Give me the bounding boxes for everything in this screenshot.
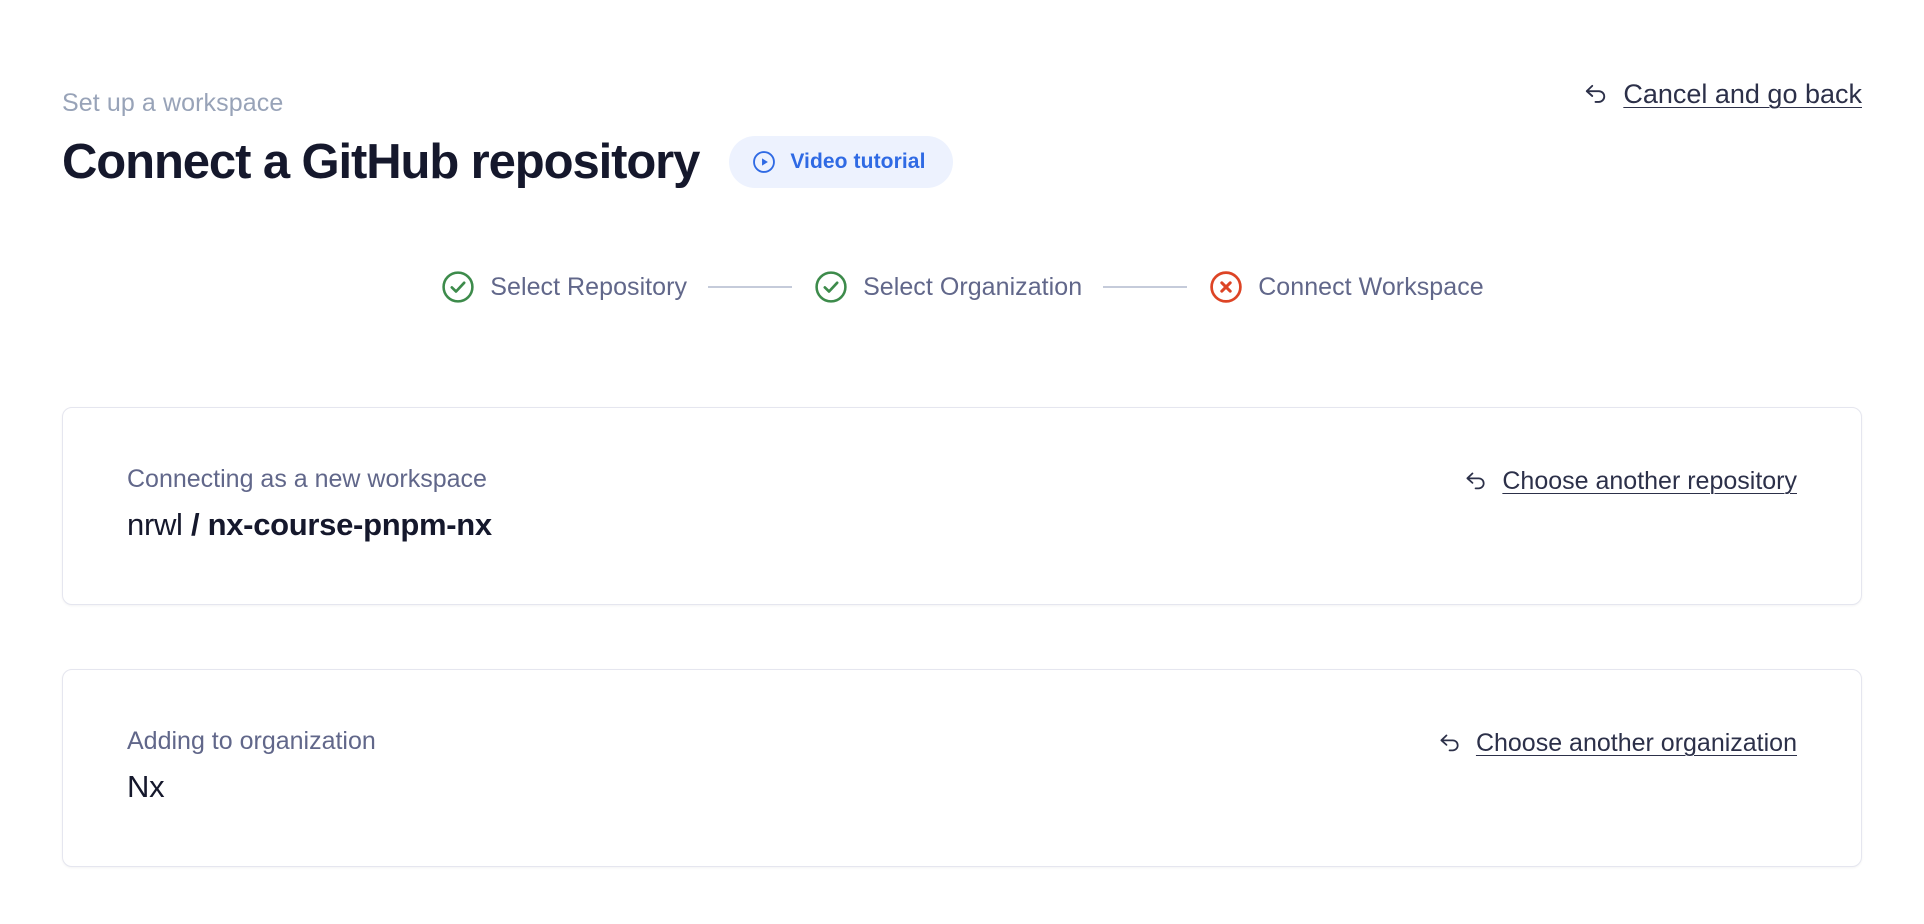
page-title: Connect a GitHub repository: [62, 135, 700, 189]
repository-separator: /: [182, 507, 208, 542]
video-tutorial-label: Video tutorial: [790, 150, 926, 173]
repository-card-value: nrwl / nx-course-pnpm-nx: [127, 506, 492, 544]
x-circle-icon: [1208, 269, 1244, 305]
stepper-step-select-repository[interactable]: Select Repository: [440, 269, 687, 305]
repository-owner: nrwl: [127, 507, 183, 542]
stepper-step-select-organization[interactable]: Select Organization: [813, 269, 1082, 305]
choose-another-organization-label: Choose another organization: [1475, 729, 1797, 757]
check-circle-icon: [813, 269, 849, 305]
page-header: Set up a workspace Connect a GitHub repo…: [62, 0, 1862, 191]
organization-card-text: Adding to organization Nx: [127, 726, 376, 806]
organization-card-caption: Adding to organization: [127, 727, 376, 755]
play-circle-icon: [751, 149, 777, 175]
choose-another-repository-label: Choose another repository: [1502, 467, 1797, 495]
check-circle-icon: [440, 269, 476, 305]
choose-another-organization-link[interactable]: Choose another organization: [1436, 728, 1797, 758]
cancel-and-go-back-label: Cancel and go back: [1623, 79, 1862, 109]
repository-card-inner: Connecting as a new workspace nrwl / nx-…: [127, 464, 1797, 544]
arrow-back-icon: [1462, 467, 1490, 495]
stepper-connector-2: [1103, 286, 1188, 288]
stepper-label-select-repository: Select Repository: [490, 273, 688, 301]
video-tutorial-button[interactable]: Video tutorial: [729, 136, 953, 188]
arrow-back-icon: [1581, 79, 1611, 109]
breadcrumb-eyebrow: Set up a workspace: [62, 89, 284, 117]
stepper-label-select-organization: Select Organization: [863, 273, 1083, 301]
organization-card-value: Nx: [127, 769, 165, 804]
cancel-and-go-back-link[interactable]: Cancel and go back: [1581, 78, 1862, 110]
title-row: Connect a GitHub repository Video tutori…: [62, 133, 1862, 191]
repository-card: Connecting as a new workspace nrwl / nx-…: [62, 407, 1862, 605]
organization-card-inner: Adding to organization Nx Choose another…: [127, 726, 1797, 806]
progress-stepper: Select Repository Select Organization Co…: [62, 269, 1862, 305]
repository-card-caption: Connecting as a new workspace: [127, 465, 487, 493]
organization-card: Adding to organization Nx Choose another…: [62, 669, 1862, 867]
stepper-label-connect-workspace: Connect Workspace: [1258, 273, 1484, 301]
stepper-connector-1: [708, 286, 793, 288]
arrow-back-icon: [1436, 729, 1464, 757]
stepper-step-connect-workspace[interactable]: Connect Workspace: [1208, 269, 1484, 305]
repository-card-text: Connecting as a new workspace nrwl / nx-…: [127, 464, 492, 544]
choose-another-repository-link[interactable]: Choose another repository: [1462, 466, 1797, 496]
repository-name: nx-course-pnpm-nx: [207, 507, 493, 542]
